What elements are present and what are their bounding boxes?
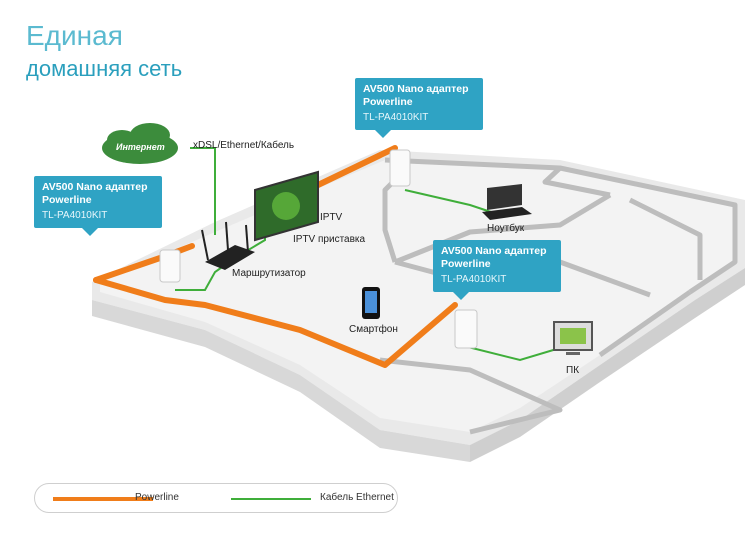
wan-label: xDSL/Ethernet/Кабель — [193, 140, 295, 151]
legend-powerline-swatch — [53, 497, 153, 501]
pc-label: ПК — [566, 365, 580, 376]
callout-model: TL-PA4010KIT — [441, 274, 507, 285]
smartphone-label: Смартфон — [349, 324, 398, 335]
callout-model: TL-PA4010KIT — [363, 112, 429, 123]
title-line2: домашняя сеть — [26, 56, 183, 81]
iptv-label: IPTV — [320, 212, 343, 223]
powerline-adapter-icon — [159, 149, 478, 349]
pc-icon — [553, 321, 593, 355]
tv-icon — [254, 170, 319, 242]
legend-ethernet-swatch — [231, 498, 311, 500]
cloud-icon — [102, 123, 178, 164]
callout-title: AV500 Nano адаптер Powerline — [441, 245, 547, 270]
legend-powerline-label: Powerline — [135, 492, 179, 503]
adapter-callout-left: AV500 Nano адаптер Powerline TL-PA4010KI… — [34, 176, 162, 236]
smartphone-icon — [362, 287, 380, 319]
callout-title: AV500 Nano адаптер Powerline — [42, 181, 148, 206]
adapter-callout-top: AV500 Nano адаптер Powerline TL-PA4010KI… — [355, 78, 483, 138]
callout-model: TL-PA4010KIT — [42, 210, 108, 221]
iptv-box-label: IPTV приставка — [293, 234, 366, 245]
laptop-label: Ноутбук — [487, 223, 525, 234]
title-line1: Единая — [26, 20, 123, 51]
laptop-icon — [482, 184, 532, 220]
legend: Powerline Кабель Ethernet — [34, 483, 398, 513]
adapter-callout-right: AV500 Nano адаптер Powerline TL-PA4010KI… — [433, 240, 561, 300]
router-label: Маршрутизатор — [232, 268, 306, 279]
legend-ethernet-label: Кабель Ethernet — [320, 492, 394, 503]
internet-label: Интернет — [116, 142, 165, 152]
router-icon — [201, 221, 255, 270]
callout-title: AV500 Nano адаптер Powerline — [363, 83, 469, 108]
